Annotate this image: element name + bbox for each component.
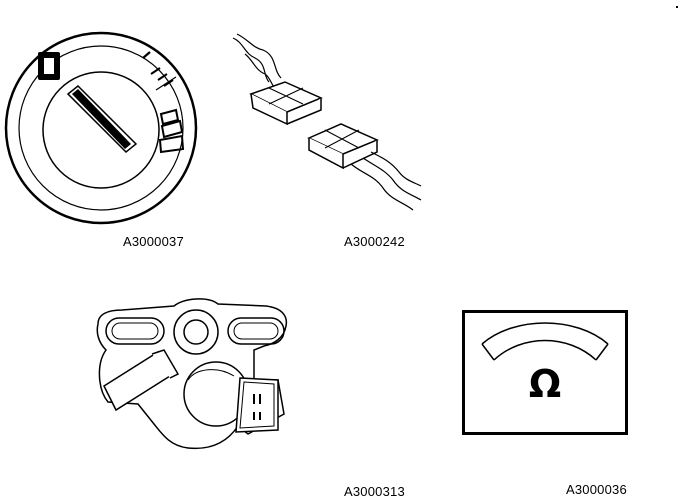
stray-mark <box>676 6 678 8</box>
ohm-symbol: Ω <box>528 362 562 406</box>
caption-switch-housing: A3000313 <box>344 484 405 499</box>
ohmmeter-icon <box>462 310 628 435</box>
caption-wiring-connector: A3000242 <box>344 234 405 249</box>
switch-housing-icon <box>96 298 288 450</box>
caption-ignition-switch: A3000037 <box>123 234 184 249</box>
caption-ohmmeter: A3000036 <box>566 482 627 497</box>
wiring-connector-figure <box>225 30 425 215</box>
ohmmeter-figure: Ω <box>462 310 628 436</box>
ignition-switch-icon <box>4 31 198 225</box>
wiring-connector-icon <box>232 33 422 211</box>
ignition-switch-figure <box>0 30 205 225</box>
switch-housing-figure <box>88 294 293 454</box>
